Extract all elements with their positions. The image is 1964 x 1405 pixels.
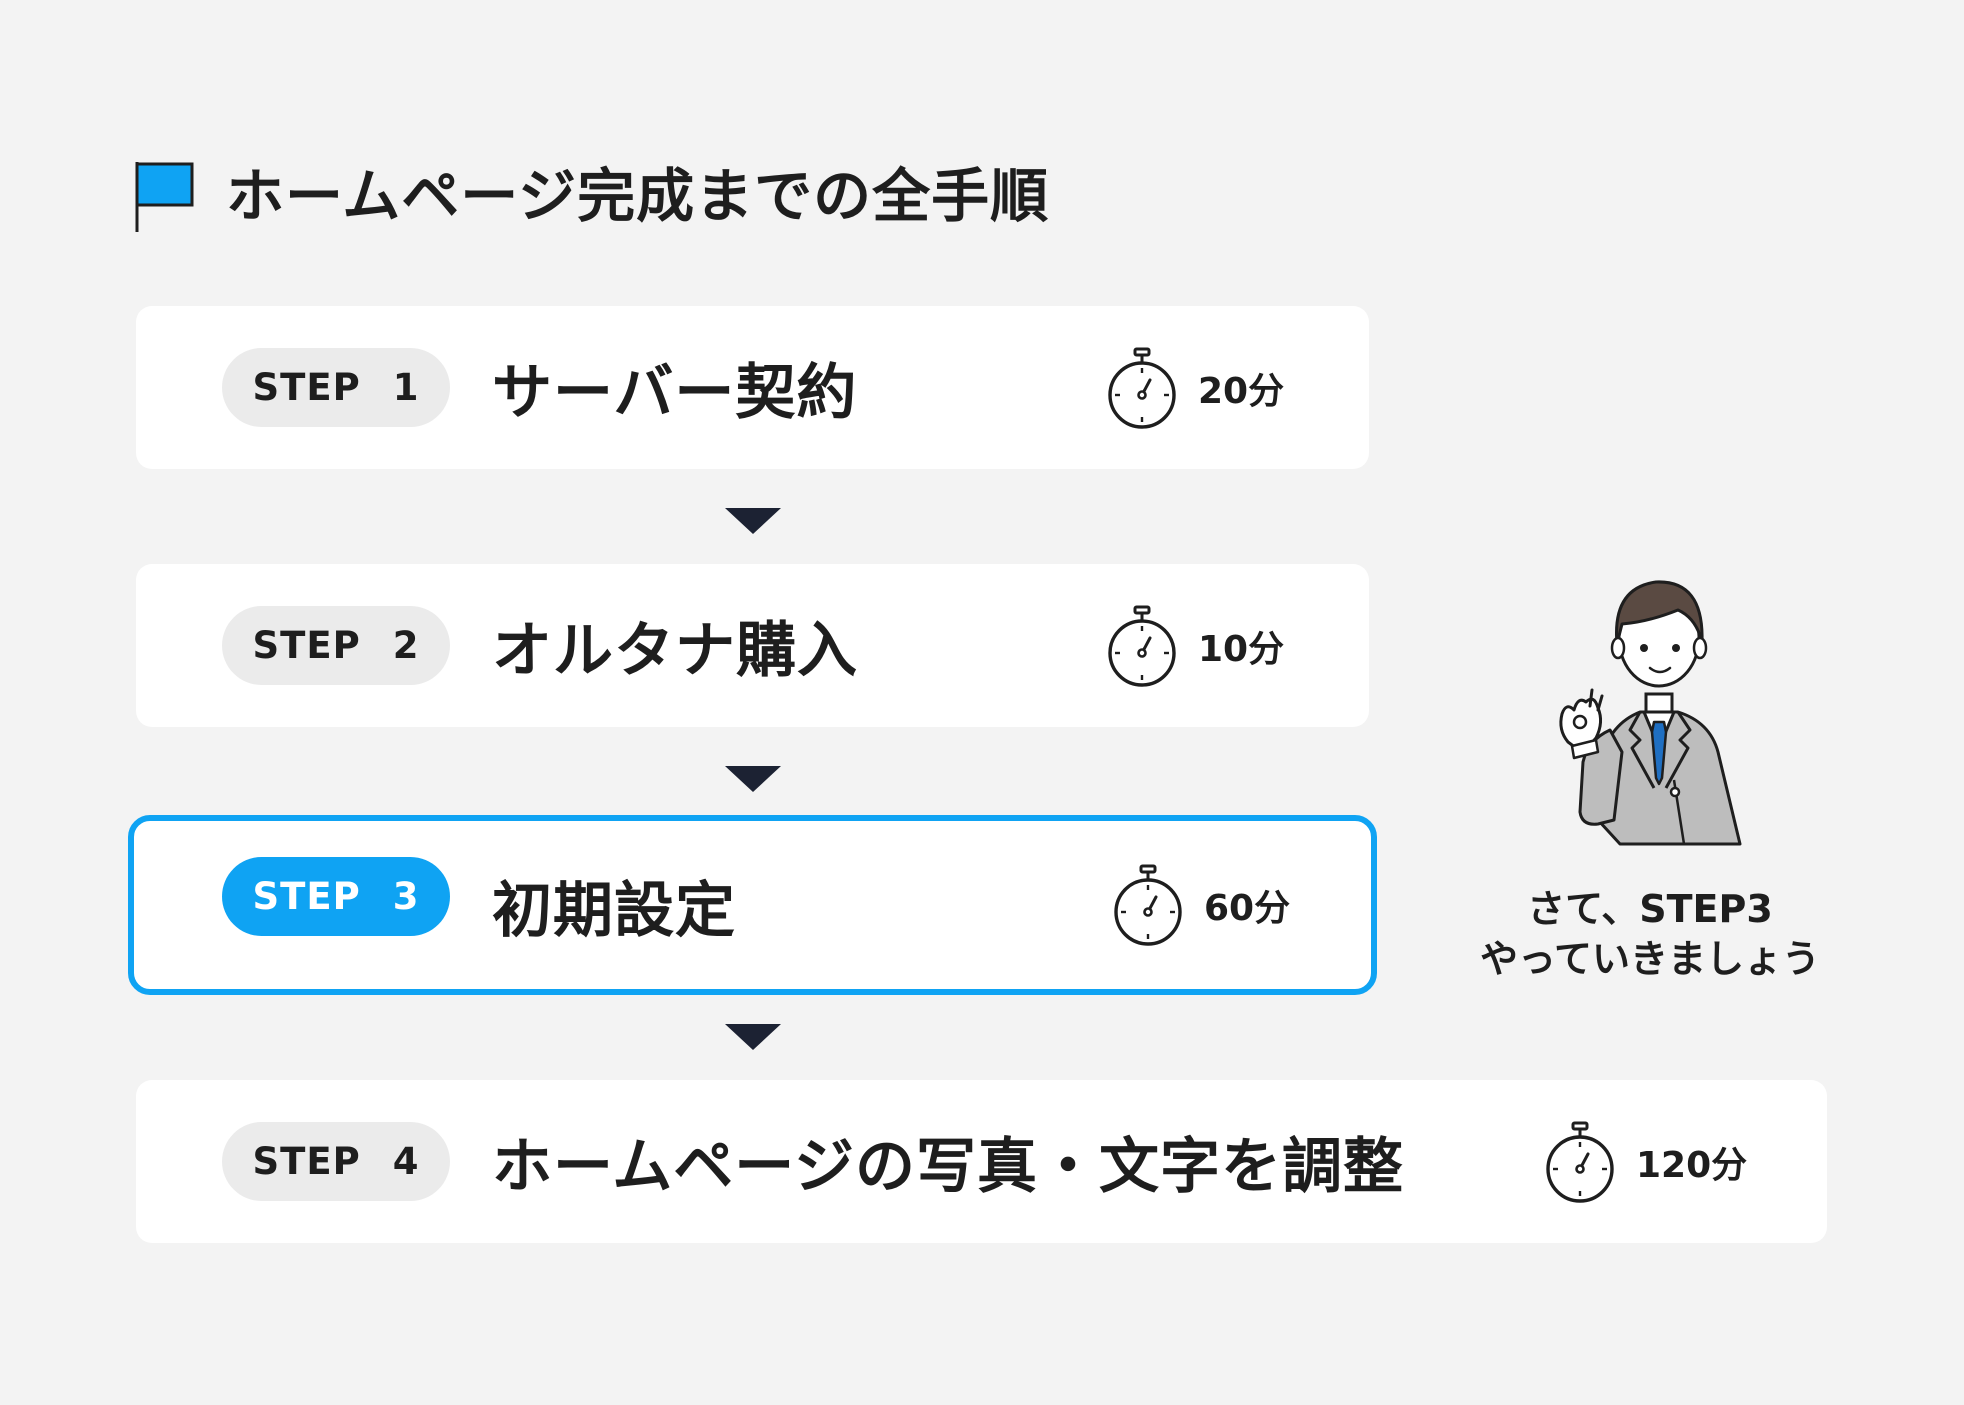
speech-line-2: やっていきましょう	[1479, 937, 1821, 982]
step-duration: 60分	[1204, 888, 1291, 929]
step-number: 2	[392, 624, 420, 667]
page-title: ホームページ完成までの全手順	[226, 162, 1050, 230]
step-duration: 20分	[1198, 370, 1285, 412]
step-duration: 120分	[1636, 1144, 1748, 1186]
businessman-illustration	[1559, 580, 1742, 846]
down-triangle-icon	[725, 766, 781, 792]
step-badge: STEP 4	[222, 1122, 450, 1201]
step-title: ホームページの写真・文字を調整	[492, 1132, 1404, 1202]
step-title: 初期設定	[492, 875, 736, 946]
step-badge-label: STEP	[252, 875, 361, 918]
flag-icon	[135, 162, 194, 232]
step-number: 1	[392, 366, 420, 409]
step-card-1: STEP 1 サーバー契約 20分	[136, 306, 1369, 469]
step-card-2: STEP 2 オルタナ購入 10分	[136, 564, 1369, 727]
step-badge-label: STEP	[252, 366, 361, 409]
step-card-3-active: STEP 3 初期設定 60分	[128, 815, 1377, 995]
step-badge-label: STEP	[252, 624, 361, 667]
step-duration-group: 20分	[1106, 306, 1284, 469]
step-badge-active: STEP 3	[222, 857, 450, 936]
step-duration-group: 120分	[1544, 1080, 1747, 1243]
step-badge: STEP 1	[222, 348, 450, 427]
stopwatch-icon	[1112, 864, 1184, 946]
step-card-4: STEP 4 ホームページの写真・文字を調整 120分	[136, 1080, 1827, 1243]
speech-line-1: さて、STEP3	[1527, 887, 1773, 931]
step-number: 4	[392, 1140, 420, 1183]
step-duration: 10分	[1198, 628, 1285, 670]
down-triangle-icon	[725, 1024, 781, 1050]
page-header: ホームページ完成までの全手順	[134, 160, 1049, 232]
stopwatch-icon	[1106, 605, 1178, 687]
step-duration-group: 60分	[1112, 821, 1290, 989]
stopwatch-icon	[1544, 1121, 1616, 1203]
step-number: 3	[392, 875, 420, 918]
step-title: サーバー契約	[492, 358, 858, 428]
guide-speech: さて、STEP3 やっていきましょう	[1430, 884, 1870, 984]
stopwatch-icon	[1106, 347, 1178, 429]
step-title: オルタナ購入	[492, 616, 858, 686]
down-triangle-icon	[725, 508, 781, 534]
step-duration-group: 10分	[1106, 564, 1284, 727]
step-badge-label: STEP	[252, 1140, 361, 1183]
step-badge: STEP 2	[222, 606, 450, 685]
